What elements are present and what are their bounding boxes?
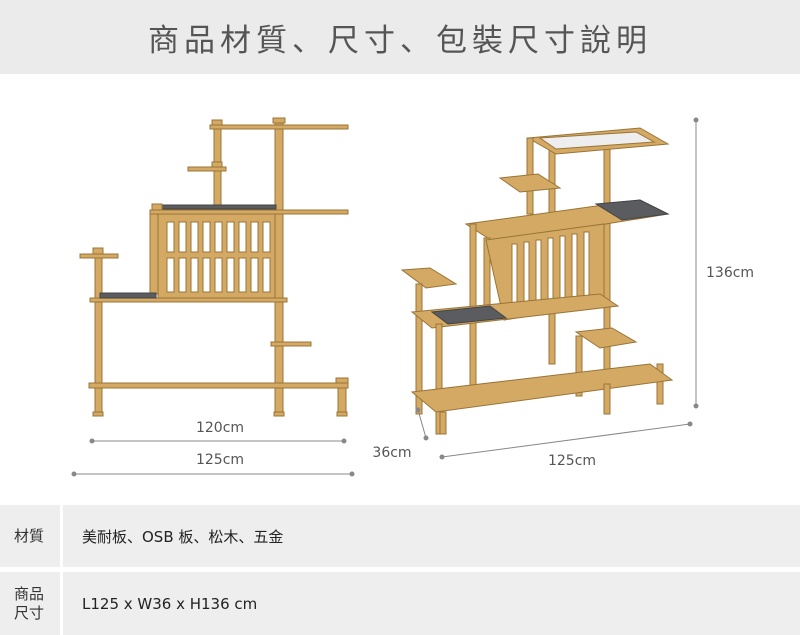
dim-front-inner-width: 120cm	[196, 420, 244, 436]
material-value: 美耐板、OSB 板、松木、五金	[82, 527, 284, 546]
size-label: 商品尺寸	[13, 584, 44, 622]
perspective-dimension-lines	[415, 117, 699, 460]
dim-depth: 36cm	[372, 445, 411, 461]
spec-row-size: 商品尺寸 L125 x W36 x H136 cm	[0, 572, 800, 635]
front-view-drawing	[79, 117, 349, 417]
dim-front-outer-width: 125cm	[196, 452, 244, 468]
page-header: 商品材質、尺寸、包裝尺寸說明	[0, 0, 800, 74]
spec-row-material: 材質 美耐板、OSB 板、松木、五金	[0, 505, 800, 567]
dim-height: 136cm	[706, 265, 754, 281]
size-value: L125 x W36 x H136 cm	[82, 594, 258, 613]
row-divider	[60, 572, 63, 635]
perspective-view-drawing	[400, 127, 674, 435]
front-dimension-lines	[71, 438, 355, 477]
dim-width: 125cm	[548, 453, 596, 469]
product-illustration: 120cm 125cm	[71, 117, 754, 477]
page-title: 商品材質、尺寸、包裝尺寸說明	[148, 22, 652, 59]
material-label: 材質	[13, 526, 44, 545]
row-divider	[60, 505, 63, 567]
